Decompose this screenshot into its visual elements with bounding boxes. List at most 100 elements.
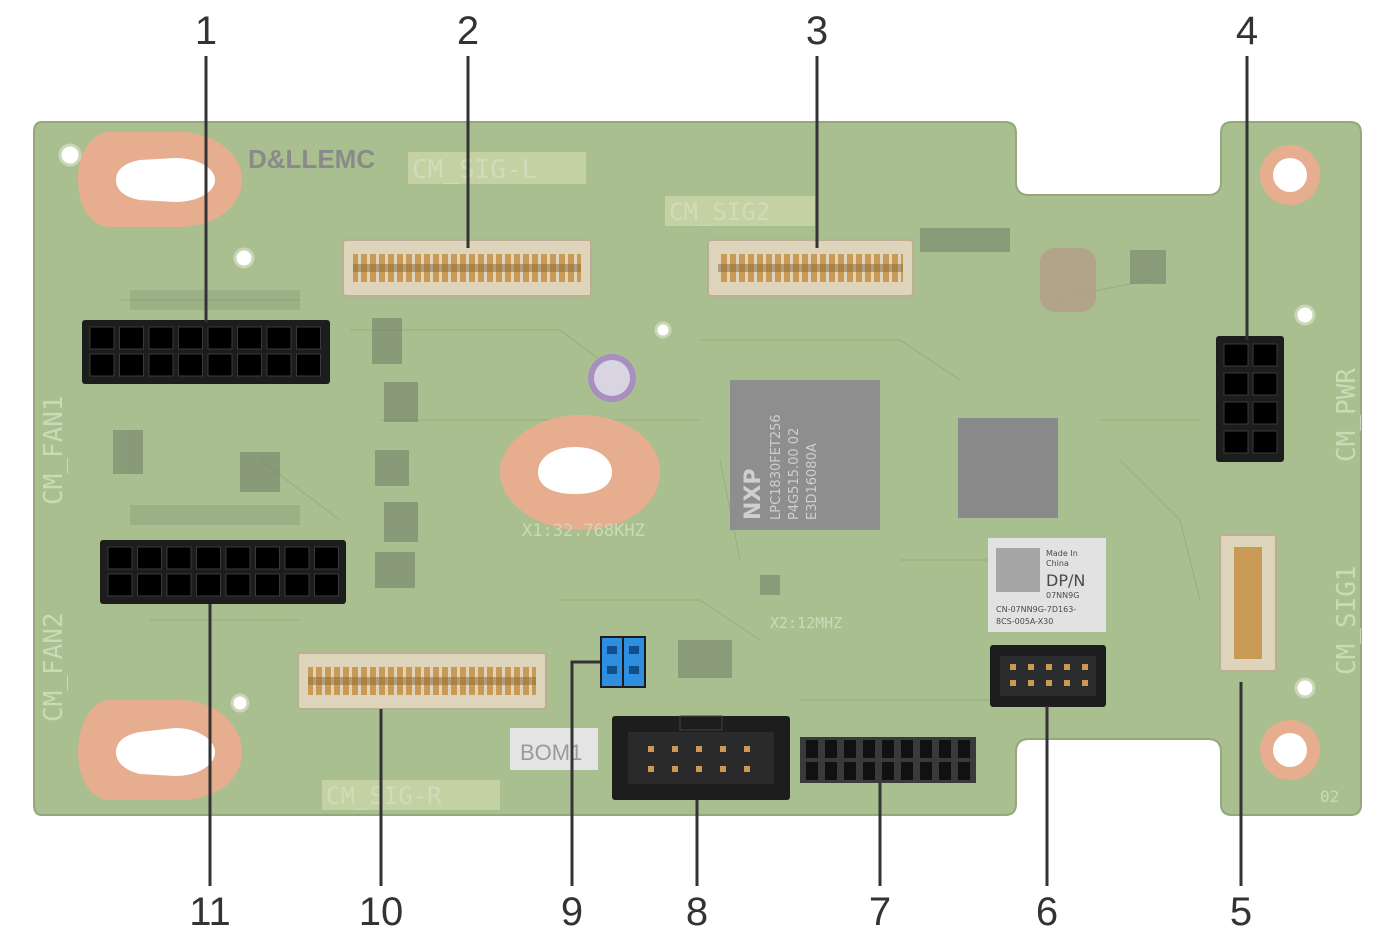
header6-pin [1010, 680, 1016, 686]
header7-pin [806, 740, 818, 758]
label-country: China [1046, 559, 1069, 568]
board-components [113, 228, 1166, 678]
silkscreen-cm-sig2: CM_SIG2 [669, 198, 770, 226]
callout-1: 1 [195, 9, 217, 53]
small-hole-right [1294, 304, 1316, 326]
callout-line-9 [570, 660, 600, 886]
header8-pin [648, 746, 654, 752]
bom-label-box [510, 728, 598, 770]
label-dpn: DP/N [1046, 571, 1085, 590]
label-cn: CN-07NN9G-7D163- [996, 605, 1076, 614]
chip-code: E3D16080A [805, 443, 820, 520]
small-hole-bottom [230, 693, 250, 713]
header7-pin [939, 762, 951, 780]
header8-pin [720, 746, 726, 752]
header7-pin [863, 762, 875, 780]
fpga-chip [958, 418, 1058, 518]
callout-7: 7 [869, 890, 891, 934]
connector-cm-fan1 [82, 320, 330, 384]
header7-pin [863, 740, 875, 758]
fan2-pin-cell [196, 573, 221, 597]
header7-pin [844, 762, 856, 780]
fan2-pin-cell [255, 573, 280, 597]
silkscreen-cm-fan2: CM_FAN2 [39, 612, 69, 722]
connector-header-8 [612, 715, 790, 800]
connector-header-6 [990, 645, 1106, 707]
mount-hole-top-right [1260, 145, 1320, 205]
label-made-in: Made In [1046, 549, 1078, 558]
mount-hole-bottom-left [78, 700, 242, 800]
pwr-pin-cell [1252, 372, 1278, 396]
fan1-pin-cell [119, 353, 144, 377]
pwr-pin-cell [1223, 343, 1249, 367]
mount-hole-center [500, 415, 660, 530]
header7-pin [920, 740, 932, 758]
header7-pin [882, 740, 894, 758]
electrolytic-capacitor [588, 354, 636, 402]
fan1-pin-cell [237, 326, 262, 350]
fan1-pin-cell [178, 353, 203, 377]
label-part: 07NN9G [1046, 591, 1079, 600]
pwr-pin-cell [1223, 372, 1249, 396]
connector-cm-pwr [1216, 336, 1284, 462]
connector-cm-sig1 [1219, 534, 1277, 672]
small-hole-bottom-right [1294, 677, 1316, 699]
pwr-pin-cell [1252, 343, 1278, 367]
fan2-pin-cell [107, 573, 133, 597]
inductor [1040, 248, 1096, 312]
header7-pin [939, 740, 951, 758]
header8-pin [696, 766, 702, 772]
chip-brand: NXP [741, 469, 766, 521]
fan2-pin-cell [255, 546, 280, 570]
silkscreen-cm-sig-l: CM_SIG-L [412, 155, 537, 185]
callout-lines [204, 56, 1249, 886]
pwr-pin-cell [1252, 430, 1278, 454]
part-label-sticker: Made In China DP/N 07NN9G CN-07NN9G-7D16… [988, 538, 1106, 632]
fan2-pin-cell [107, 546, 133, 570]
header6-pin [1082, 664, 1088, 670]
callout-11: 11 [189, 890, 231, 934]
callout-numbers: 1 2 3 4 5 6 7 8 9 10 11 [189, 9, 1258, 934]
header6-pin [1010, 664, 1016, 670]
fan1-pin-cell [89, 326, 115, 350]
header7-pin [901, 740, 913, 758]
header8-pin [720, 766, 726, 772]
silk-box-sig2 [665, 196, 815, 226]
small-hole-left [233, 247, 255, 269]
header6-pin [1046, 680, 1052, 686]
header7-pin [825, 762, 837, 780]
fan2-pin-cell [137, 573, 162, 597]
fan2-pin-cell [166, 546, 192, 570]
fan2-pin-cell [166, 573, 192, 597]
silk-box-sig-l [408, 152, 586, 184]
silk-box-sig-r [322, 780, 500, 810]
fan2-pin-cell [314, 573, 339, 597]
connector-cm-fan2 [100, 540, 346, 604]
fan2-pin-cell [284, 573, 310, 597]
header8-pin [672, 766, 678, 772]
header8-pin [744, 766, 750, 772]
pin-header-7 [800, 737, 976, 783]
callout-5: 5 [1230, 890, 1252, 934]
fan1-pin-cell [237, 353, 262, 377]
callout-6: 6 [1036, 890, 1058, 934]
fan2-pin-cell [225, 546, 251, 570]
small-hole-center [654, 321, 672, 339]
header7-pin [958, 740, 970, 758]
fan2-pin-cell [284, 546, 310, 570]
header6-pin [1046, 664, 1052, 670]
mcu-chip: NXP LPC1830FET256 P4G515.00 02 E3D16080A [730, 380, 880, 530]
fan2-pin-cell [314, 546, 339, 570]
board-revision: 02 [1320, 787, 1339, 806]
callout-3: 3 [806, 9, 828, 53]
header7-pin [920, 762, 932, 780]
silkscreen-cm-sig1: CM_SIG1 [1332, 565, 1362, 675]
header7-pin [882, 762, 894, 780]
pwr-pin-cell [1223, 401, 1249, 425]
jumper-9 [600, 636, 646, 688]
fan2-pin-cell [137, 546, 162, 570]
fan2-pin-cell [196, 546, 221, 570]
header8-pin [696, 746, 702, 752]
header7-pin [825, 740, 837, 758]
label-serial: 8CS-005A-X30 [996, 617, 1053, 626]
